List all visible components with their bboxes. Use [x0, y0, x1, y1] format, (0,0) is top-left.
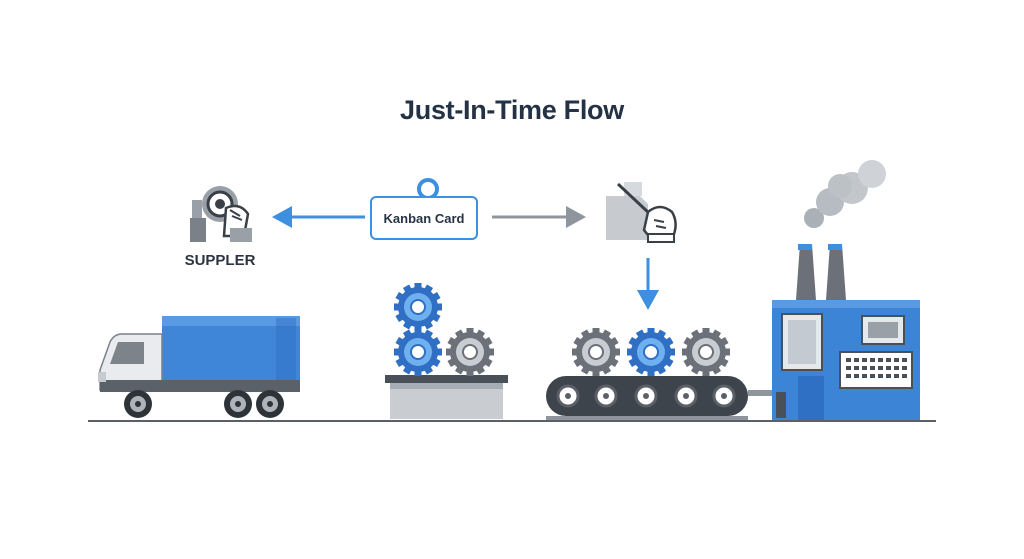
truck-wheel [124, 390, 152, 418]
arrow-left-icon [272, 206, 365, 228]
hand-writing-icon [606, 182, 677, 243]
blue-gear-icon [626, 327, 676, 377]
blue-gear-icon [393, 327, 443, 377]
blue-gear-icon [393, 282, 443, 332]
inventory-stand [385, 282, 508, 419]
gray-gear-icon [445, 327, 495, 377]
conveyor-roller [556, 384, 580, 408]
arrow-down-icon [637, 258, 659, 310]
delivery-truck-icon [98, 316, 300, 418]
supplier-label: SUPPLER [184, 252, 256, 269]
supplier-hand-gear-icon [190, 186, 252, 242]
arrow-right-icon [492, 206, 586, 228]
conveyor-belt [546, 327, 772, 420]
truck-wheel [256, 390, 284, 418]
conveyor-roller [712, 384, 736, 408]
kanban-card: Kanban Card [370, 196, 478, 240]
gray-gear-icon [681, 327, 731, 377]
factory-icon [772, 160, 920, 420]
conveyor-roller [594, 384, 618, 408]
diagram-title: Just-In-Time Flow [400, 95, 624, 125]
conveyor-roller [674, 384, 698, 408]
gray-gear-icon [571, 327, 621, 377]
conveyor-roller [634, 384, 658, 408]
truck-wheel [224, 390, 252, 418]
